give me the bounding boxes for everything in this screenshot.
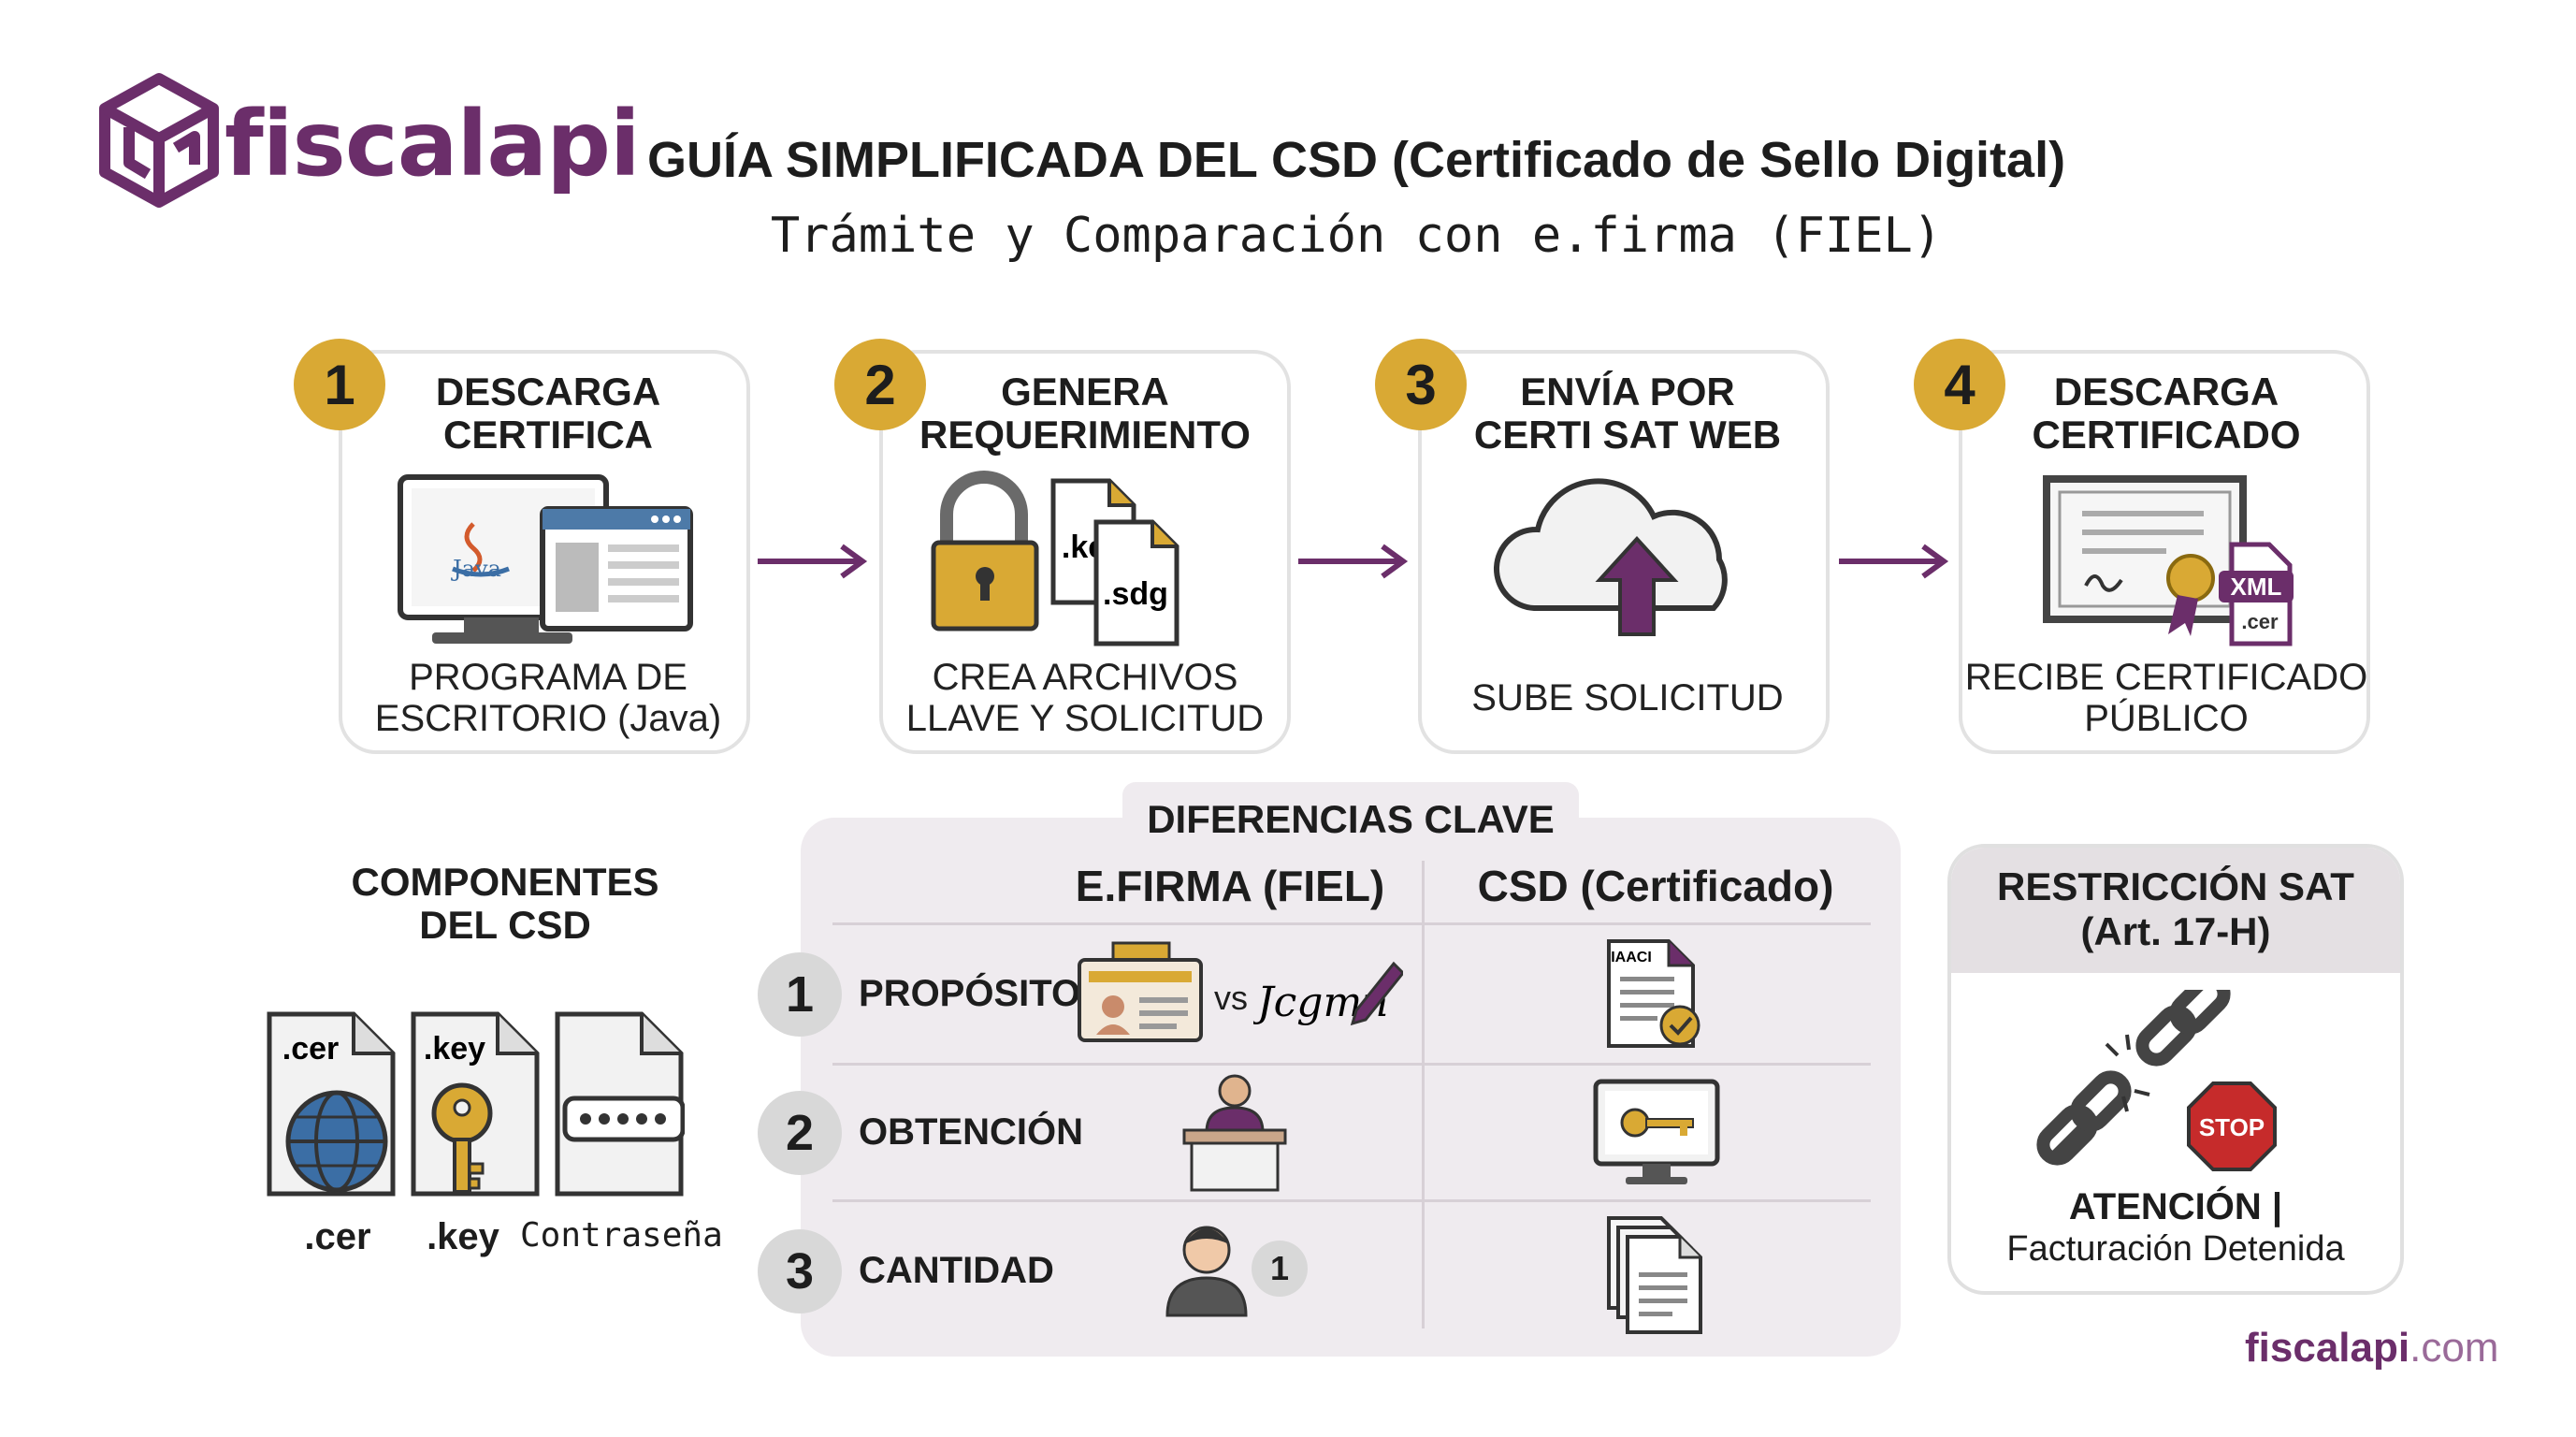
step-title-4: DESCARGA CERTIFICADO	[1961, 370, 2372, 457]
page-title: GUÍA SIMPLIFICADA DEL CSD (Certificado d…	[646, 132, 2066, 188]
cer-badge: .cer	[2241, 610, 2279, 633]
restriction-title: RESTRICCIÓN SAT (Art. 17-H)	[1951, 864, 2400, 954]
step-title-3: ENVÍA POR CERTI SAT WEB	[1422, 370, 1833, 457]
cer-file-icon: .cer	[267, 1011, 396, 1197]
step-badge-1: 1	[294, 339, 385, 430]
footer-domain-name: fiscalapi	[2245, 1325, 2410, 1371]
step-badge-4: 4	[1914, 339, 2005, 430]
restriction-detail: Facturación Detenida	[2006, 1229, 2345, 1269]
certificate-xml-icon: XML .cer	[2043, 475, 2294, 646]
step-desc-4-line1: RECIBE CERTIFICADO	[1964, 657, 2368, 698]
step-title-1: DESCARGA CERTIFICA	[342, 370, 754, 457]
row-label-quantity: CANTIDAD	[859, 1250, 1054, 1291]
single-person-icon	[1165, 1226, 1248, 1317]
differences-title: DIFERENCIAS CLAVE	[1122, 782, 1579, 857]
step-title-3-line1: ENVÍA POR	[1520, 370, 1735, 414]
row-label-purpose: PROPÓSITO	[859, 973, 1081, 1014]
key-tag: .key	[424, 1031, 485, 1067]
footer-domain-tld: .com	[2410, 1325, 2499, 1371]
fiscalapi-logo-icon	[99, 73, 219, 208]
restriction-header	[1951, 848, 2400, 973]
step-desc-1-line1: PROGRAMA DE	[409, 657, 687, 698]
restriction-card: RESTRICCIÓN SAT (Art. 17-H) STOP ATENCIÓ…	[1947, 844, 2404, 1295]
step-title-3-line2: CERTI SAT WEB	[1473, 413, 1782, 457]
step-desc-3-line1: SUBE SOLICITUD	[1471, 677, 1784, 718]
padlock-files-icon: .key .sdg	[931, 471, 1179, 646]
quantity-count-badge: 1	[1252, 1241, 1308, 1297]
step-title-4-line1: DESCARGA	[2053, 370, 2279, 414]
office-desk-person-icon	[1182, 1074, 1287, 1192]
row-label-obtaining: OBTENCIÓN	[859, 1111, 1083, 1153]
restriction-title-line2: (Art. 17-H)	[2080, 909, 2271, 953]
step-desc-2-line1: CREA ARCHIVOS	[932, 657, 1238, 698]
doc-tag: IAACI	[1611, 950, 1652, 965]
step-title-4-line2: CERTIFICADO	[2032, 413, 2301, 457]
step-desc-2-line2: LLAVE Y SOLICITUD	[905, 698, 1265, 739]
arrow-right-icon	[1298, 544, 1409, 579]
java-label: Java	[450, 556, 501, 582]
vs-label: vs	[1214, 979, 1248, 1017]
step-desc-1-line2: ESCRITORIO (Java)	[374, 698, 722, 739]
col-header-csd: CSD (Certificado)	[1477, 862, 1834, 910]
sdg-file-label: .sdg	[1103, 576, 1168, 612]
xml-badge: XML	[2231, 573, 2282, 601]
key-file-icon: .key	[411, 1011, 540, 1197]
page-subtitle: Trámite y Comparación con e.firma (FIEL)	[770, 208, 1943, 264]
multiple-documents-icon	[1607, 1216, 1702, 1334]
components-title-line1: COMPONENTES	[351, 860, 659, 904]
step-title-1-line2: CERTIFICA	[443, 413, 653, 457]
step-title-2-line2: REQUERIMIENTO	[919, 413, 1251, 457]
footer-domain[interactable]: fiscalapi.com	[2245, 1325, 2498, 1372]
document-check-icon: IAACI	[1607, 939, 1700, 1048]
step-title-2-line1: GENERA	[1001, 370, 1169, 414]
password-file-icon	[555, 1011, 685, 1197]
signature-pen-icon: Jcgmn	[1253, 961, 1403, 1026]
cer-tag: .cer	[282, 1031, 340, 1067]
step-desc-1: PROGRAMA DE ESCRITORIO (Java)	[342, 657, 754, 739]
attention-label: ATENCIÓN |	[2068, 1186, 2283, 1227]
table-divider	[832, 922, 1871, 925]
brand-name: fiscalapi	[224, 92, 641, 196]
step-desc-4: RECIBE CERTIFICADO PÚBLICO	[1961, 657, 2372, 739]
cer-label: .cer	[304, 1216, 371, 1257]
step-title-1-line1: DESCARGA	[435, 370, 661, 414]
java-desktop-icon: Java	[398, 474, 693, 644]
arrow-right-icon	[1839, 544, 1949, 579]
row-divider	[832, 1199, 1871, 1202]
step-desc-4-line2: PÚBLICO	[2084, 698, 2249, 739]
row-number-1: 1	[758, 952, 842, 1037]
broken-chain-icon	[2036, 990, 2231, 1166]
row-divider	[832, 1063, 1871, 1066]
restriction-title-line1: RESTRICCIÓN SAT	[1997, 864, 2354, 908]
step-desc-2: CREA ARCHIVOS LLAVE Y SOLICITUD	[879, 657, 1291, 739]
step-badge-3: 3	[1375, 339, 1467, 430]
row-number-3: 3	[758, 1229, 842, 1314]
password-label: Contraseña	[520, 1216, 723, 1255]
components-title: COMPONENTES DEL CSD	[309, 861, 702, 947]
step-desc-3: SUBE SOLICITUD	[1422, 677, 1833, 718]
col-header-efirma: E.FIRMA (FIEL)	[1075, 862, 1385, 910]
stop-text: STOP	[2199, 1113, 2265, 1141]
step-title-2: GENERA REQUERIMIENTO	[879, 370, 1291, 457]
key-label: .key	[427, 1216, 499, 1257]
stop-sign-icon: STOP	[2187, 1081, 2277, 1171]
column-divider	[1422, 861, 1425, 1328]
computer-key-icon	[1593, 1079, 1720, 1184]
arrow-right-icon	[758, 544, 868, 579]
cloud-upload-icon	[1493, 478, 1728, 636]
step-badge-2: 2	[834, 339, 926, 430]
components-title-line2: DEL CSD	[419, 903, 591, 947]
row-number-2: 2	[758, 1091, 842, 1175]
id-badge-icon	[1078, 941, 1203, 1042]
